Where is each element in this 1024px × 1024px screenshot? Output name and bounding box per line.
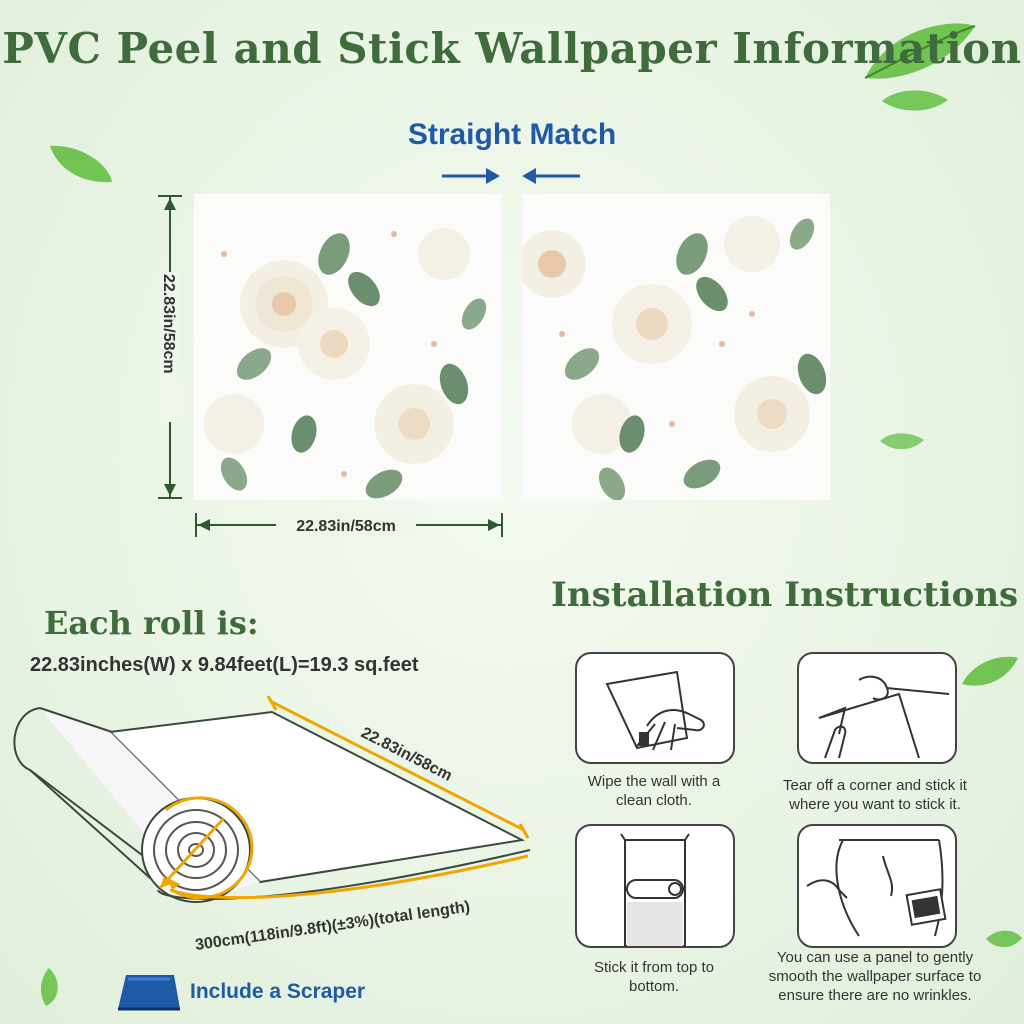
wallpaper-panel-right [522,194,830,500]
leaf-decoration-icon [880,433,924,450]
step-caption-line: ensure there are no wrinkles. [778,987,972,1004]
installation-title: Installation Instructions [551,575,1019,615]
height-dimension-line: 22.83in/58cm [158,195,182,499]
wallpaper-panel-left [194,194,502,500]
width-dimension-label: 22.83in/58cm [296,518,396,535]
leaf-decoration-icon [882,90,948,111]
step-caption-line: You can use a panel to gently [776,949,974,966]
leaf-decoration-icon [50,145,112,183]
floral-pattern-icon [522,216,827,500]
step-caption: Stick it from top to bottom. [539,958,769,996]
step-caption: Tear off a corner and stick it where you… [760,776,990,814]
smoothing-panel-icon [806,839,947,937]
step-caption-line: Tear off a corner and stick it [783,777,967,794]
straight-match-label: Straight Match [407,118,617,151]
step-smooth-surface [797,824,957,948]
peel-corner-icon [818,675,950,759]
step-caption-line: where you want to stick it. [789,796,961,813]
scraper-icon [118,975,180,1011]
wallpaper-roll-illustration: 22.83in/58cm 300cm(118in/9.8ft)(±3%)(tot… [13,695,531,954]
step-caption-line: clean cloth. [616,792,692,809]
step-caption-line: bottom. [628,978,680,995]
roll-spec-text: 22.83inches(W) x 9.84feet(L)=19.3 sq.fee… [30,654,419,676]
roll-length-label: 300cm(118in/9.8ft)(±3%)(total length) [194,899,471,954]
leaf-decoration-icon [40,968,58,1006]
step-caption-line: Stick it from top to [593,959,715,976]
width-dimension-line: 22.83in/58cm [195,513,503,537]
scraper-label: Include a Scraper [190,980,366,1003]
step-caption: Wipe the wall with a clean cloth. [539,772,769,810]
height-dimension-label: 22.83in/58cm [160,274,177,374]
floral-pattern-icon [204,228,487,499]
step-caption-line: Wipe the wall with a [587,773,721,790]
cloth-hand-icon [605,670,705,751]
step-tear-corner [797,652,957,764]
leaf-decoration-icon [962,656,1018,686]
step-stick-top-to-bottom [575,824,735,948]
page-title: PVC Peel and Stick Wallpaper Information [2,24,1022,73]
roll-down-icon [620,833,690,947]
leaf-decoration-icon [986,930,1022,948]
roll-section-title: Each roll is: [44,604,259,642]
match-arrows-icon [442,168,580,184]
step-caption: You can use a panel to gently smooth the… [760,948,990,1005]
step-wipe-wall [575,652,735,764]
step-caption-line: smooth the wallpaper surface to [768,968,982,985]
leaf-decoration-icon [864,23,976,79]
